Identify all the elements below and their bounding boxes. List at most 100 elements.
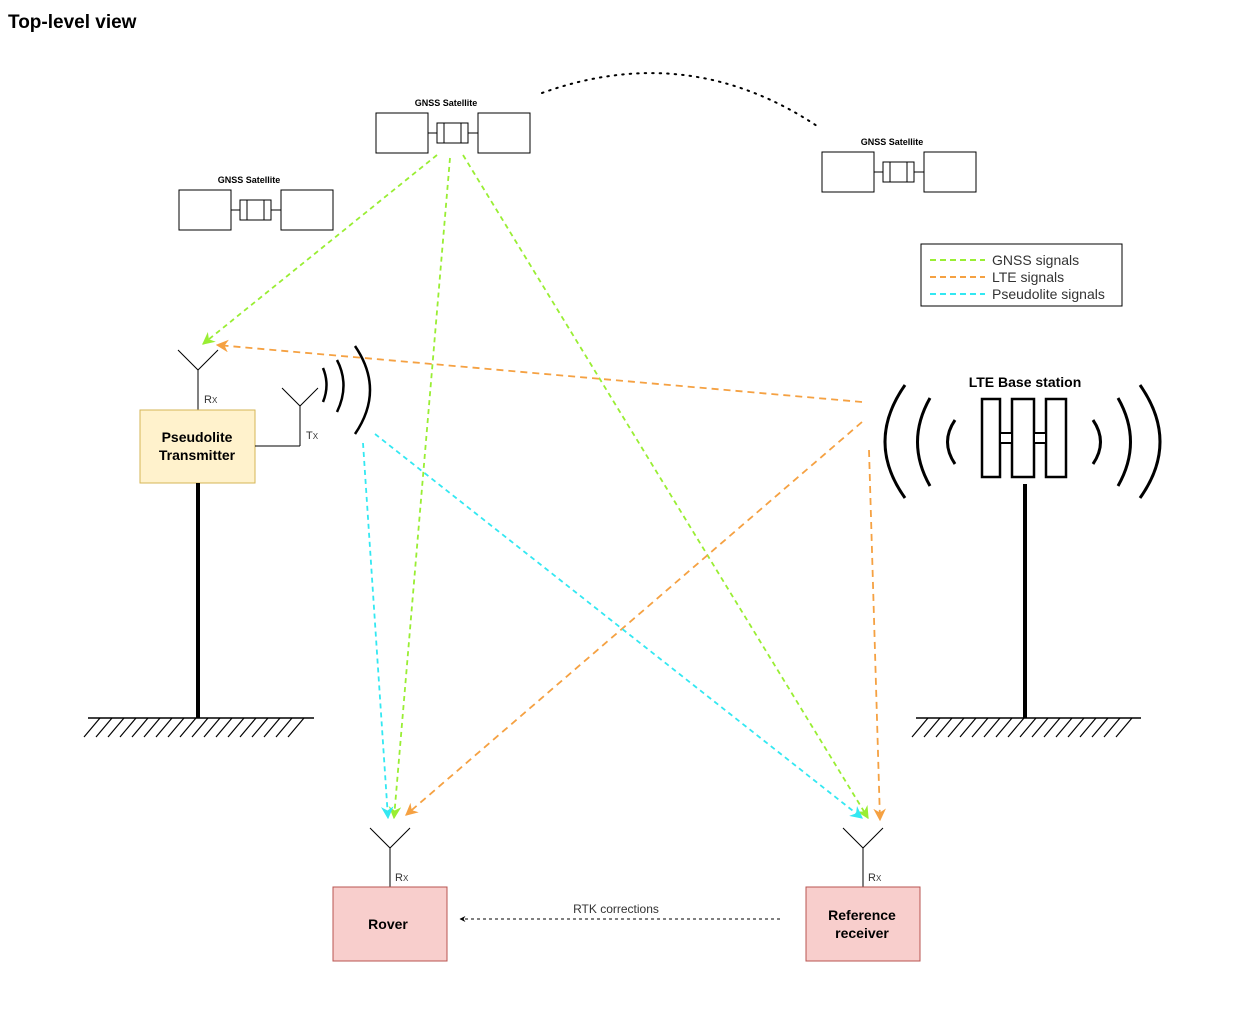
hatch-mark: [131, 717, 149, 738]
hatch-mark: [95, 717, 113, 738]
hatch-mark: [1055, 717, 1073, 738]
hatch-mark: [1019, 717, 1037, 738]
lte-signal-to-reference: [868, 449, 886, 822]
hatch-mark: [167, 717, 185, 738]
lte-antenna-panel: [980, 397, 1002, 479]
tx-label: TX: [306, 430, 319, 442]
hatch-mark: [191, 717, 209, 738]
hatch-mark: [227, 717, 245, 738]
solar-panel-right: [477, 112, 531, 154]
wave-icon: [1091, 419, 1102, 465]
lte-signal-to-pseudolite: [215, 339, 863, 403]
satellite-label: GNSS Satellite: [861, 137, 924, 147]
hatch-mark: [1103, 717, 1121, 738]
hatch-mark: [275, 717, 293, 738]
rtk-corrections-label: RTK corrections: [573, 902, 659, 916]
rx-label: RX: [204, 394, 218, 406]
hatch-mark: [1007, 717, 1025, 738]
satellite-body: [239, 199, 272, 221]
hatch-mark: [203, 717, 221, 738]
hatch-mark: [251, 717, 269, 738]
hatch-mark: [119, 717, 137, 738]
lte-antenna-panel: [1044, 397, 1068, 479]
lte-label: LTE Base station: [969, 374, 1082, 390]
page-title: Top-level view: [8, 12, 137, 33]
wave-icon: [321, 367, 328, 403]
hatch-mark: [179, 717, 197, 738]
orbit-arc: [541, 72, 821, 129]
pseudolite-label-line1: Pseudolite: [162, 429, 233, 445]
rx-antenna-icon: [177, 349, 219, 371]
rover-unit: RX Rover: [332, 827, 448, 962]
pseudolite-station: RX Pseudolite Transmitter TX: [83, 345, 372, 738]
rover-label: Rover: [368, 916, 408, 932]
reference-label-line2: receiver: [835, 925, 889, 941]
hatch-mark: [971, 717, 989, 738]
hatch-mark: [995, 717, 1013, 738]
hatch-mark: [1043, 717, 1061, 738]
gnss-satellite-center: GNSS Satellite: [375, 98, 531, 154]
hatch-mark: [83, 717, 101, 738]
hatch-mark: [107, 717, 125, 738]
hatch-mark: [935, 717, 953, 738]
gnss-signal-to-rover: [388, 157, 451, 820]
hatch-mark: [1115, 717, 1133, 738]
legend-label-lte: LTE signals: [992, 269, 1064, 285]
wave-icon: [1138, 384, 1162, 499]
lte-antenna-panel: [1010, 397, 1036, 479]
satellite-body: [882, 161, 915, 183]
gnss-satellite-right: GNSS Satellite: [821, 137, 977, 193]
rover-box: [332, 886, 448, 962]
hatch-mark: [947, 717, 965, 738]
ground-hatch-right: [911, 717, 1133, 738]
gnss-signals: [202, 154, 869, 820]
lte-signal-to-rover: [405, 421, 863, 816]
wave-icon: [335, 359, 345, 413]
rx-label: RX: [868, 872, 882, 884]
solar-panel-left: [821, 151, 875, 193]
hatch-mark: [1091, 717, 1109, 738]
wave-icon: [916, 397, 932, 487]
wave-icon: [1116, 397, 1132, 487]
hatch-mark: [143, 717, 161, 738]
hatch-mark: [1079, 717, 1097, 738]
wave-icon: [946, 419, 957, 465]
solar-panel-right: [923, 151, 977, 193]
pseudolite-signal-to-reference: [374, 433, 863, 819]
reference-label-line1: Reference: [828, 907, 896, 923]
gnss-signal-to-reference: [462, 154, 869, 820]
hatch-mark: [1031, 717, 1049, 738]
reference-receiver-unit: RX Reference receiver: [805, 827, 921, 962]
lte-signals: [215, 339, 886, 822]
solar-panel-right: [280, 189, 334, 231]
hatch-mark: [911, 717, 929, 738]
hatch-mark: [239, 717, 257, 738]
hatch-mark: [983, 717, 1001, 738]
legend-label-gnss: GNSS signals: [992, 252, 1079, 268]
hatch-mark: [959, 717, 977, 738]
hatch-mark: [155, 717, 173, 738]
legend-box: [920, 243, 1123, 307]
gnss-satellite-left: GNSS Satellite: [178, 175, 334, 231]
pseudolite-signal-to-rover: [362, 442, 394, 820]
hatch-mark: [263, 717, 281, 738]
hatch-mark: [287, 717, 305, 738]
hatch-mark: [1067, 717, 1085, 738]
rx-antenna-icon: [369, 827, 411, 849]
legend: GNSS signals LTE signals Pseudolite sign…: [920, 243, 1123, 307]
ground-hatch-left: [83, 717, 305, 738]
wave-icon: [353, 345, 372, 435]
hatch-mark: [215, 717, 233, 738]
rx-label: RX: [395, 872, 409, 884]
solar-panel-left: [375, 112, 429, 154]
reference-receiver-box: [805, 886, 921, 962]
pseudolite-signals: [362, 433, 863, 820]
wave-icon: [883, 384, 907, 499]
pseudolite-label-line2: Transmitter: [159, 447, 236, 463]
satellite-label: GNSS Satellite: [218, 175, 281, 185]
satellite-body: [436, 122, 469, 144]
rx-antenna-icon: [842, 827, 884, 849]
lte-base-station: LTE Base station: [883, 374, 1162, 738]
tx-antenna-icon: [281, 387, 319, 407]
